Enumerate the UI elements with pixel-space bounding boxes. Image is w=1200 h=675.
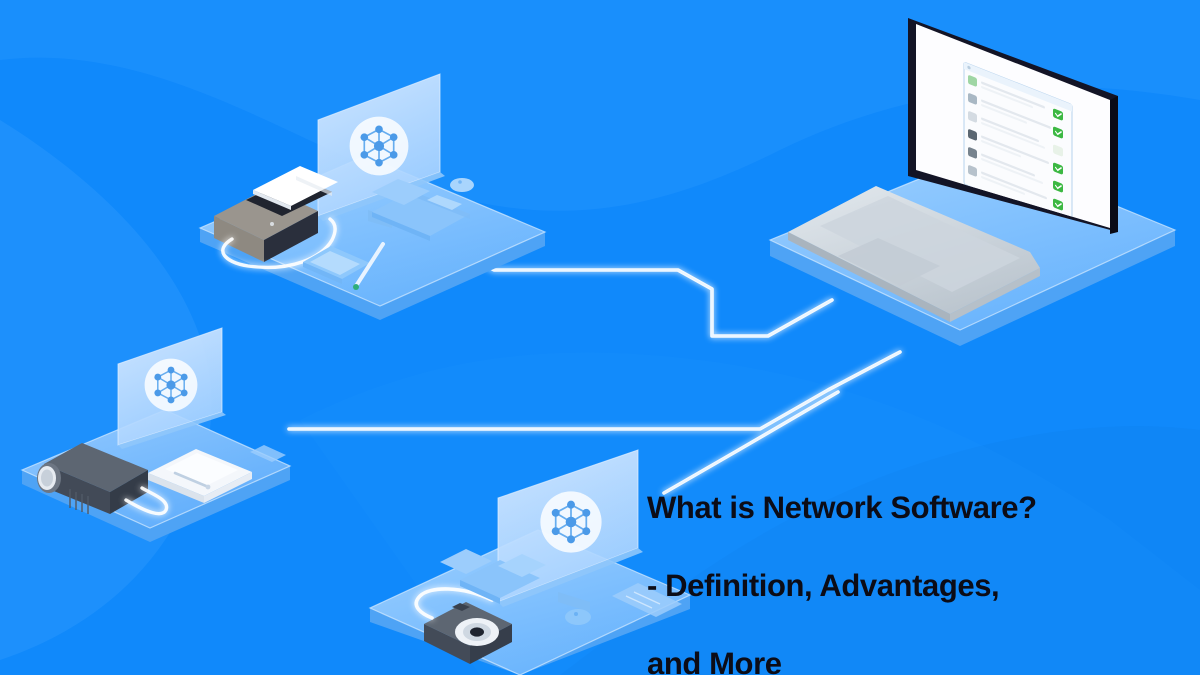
laptop-platform-outline [768, 151, 1177, 331]
projector-cable [124, 486, 169, 516]
page-title: What is Network Software? - Definition, … [647, 449, 1187, 675]
laptop-server [768, 18, 1177, 346]
page-title-line-1: What is Network Software? [647, 490, 1037, 525]
laptop-platform-edge [770, 230, 1175, 346]
page-title-line-2: - Definition, Advantages, [647, 568, 1000, 603]
page-title-line-3: and More [647, 646, 782, 675]
keyboard-edge [372, 212, 430, 241]
printer-cable [221, 217, 337, 270]
keyboard-top-left [372, 191, 470, 236]
mousepad [372, 179, 430, 205]
monitor-left [117, 327, 226, 449]
mouse-button [458, 180, 462, 184]
workstation-top-left [198, 73, 547, 320]
task-row [968, 93, 1063, 139]
task-row [968, 75, 1063, 121]
laptop-bezel-side [1110, 96, 1118, 234]
laptop-body-edge-2 [950, 268, 1040, 322]
workstation-bottom [368, 449, 692, 675]
camera-cable [414, 587, 494, 620]
smartphone-edge [303, 262, 342, 284]
pad-bottom [498, 554, 546, 577]
desk-slab-edge [200, 228, 545, 320]
network-nodes-icon [539, 490, 603, 554]
keyboard-bottom-edge [460, 580, 500, 604]
monitor-stand-bottom [558, 592, 590, 612]
notebook [148, 449, 252, 503]
task-row [968, 147, 1063, 193]
laptop-screen-content [963, 62, 1073, 227]
task-panel-header-dot [967, 65, 971, 70]
pen [354, 242, 385, 288]
workstation-left [20, 327, 292, 542]
mouse-button-bottom [574, 612, 578, 616]
printer [214, 166, 338, 262]
network-nodes-icon [348, 115, 410, 177]
task-panel-header [964, 62, 1072, 112]
desk-papers [612, 583, 682, 617]
laptop-trackpad [838, 238, 940, 286]
laptop-body-edge [788, 232, 950, 322]
laptop-keyboard-well [820, 196, 1020, 292]
notebook-pen [173, 471, 208, 488]
smartphone-screen [310, 251, 360, 275]
background-shade-bottom [560, 426, 1200, 675]
pen-tip [353, 284, 359, 290]
projector [37, 443, 148, 514]
camera [424, 602, 512, 664]
desk-pad-left [250, 445, 286, 462]
background-wave-top [0, 0, 1200, 211]
task-row [968, 129, 1063, 175]
mouse-top-left [450, 178, 474, 192]
task-row [968, 111, 1063, 157]
task-row [968, 165, 1063, 211]
desk-paper-lines [625, 591, 661, 609]
network-cables-core [288, 235, 901, 494]
network-nodes-icon [143, 357, 199, 413]
tablet-bottom [440, 549, 492, 574]
mouse-bottom [565, 609, 591, 625]
keyboard-keys [427, 195, 462, 210]
